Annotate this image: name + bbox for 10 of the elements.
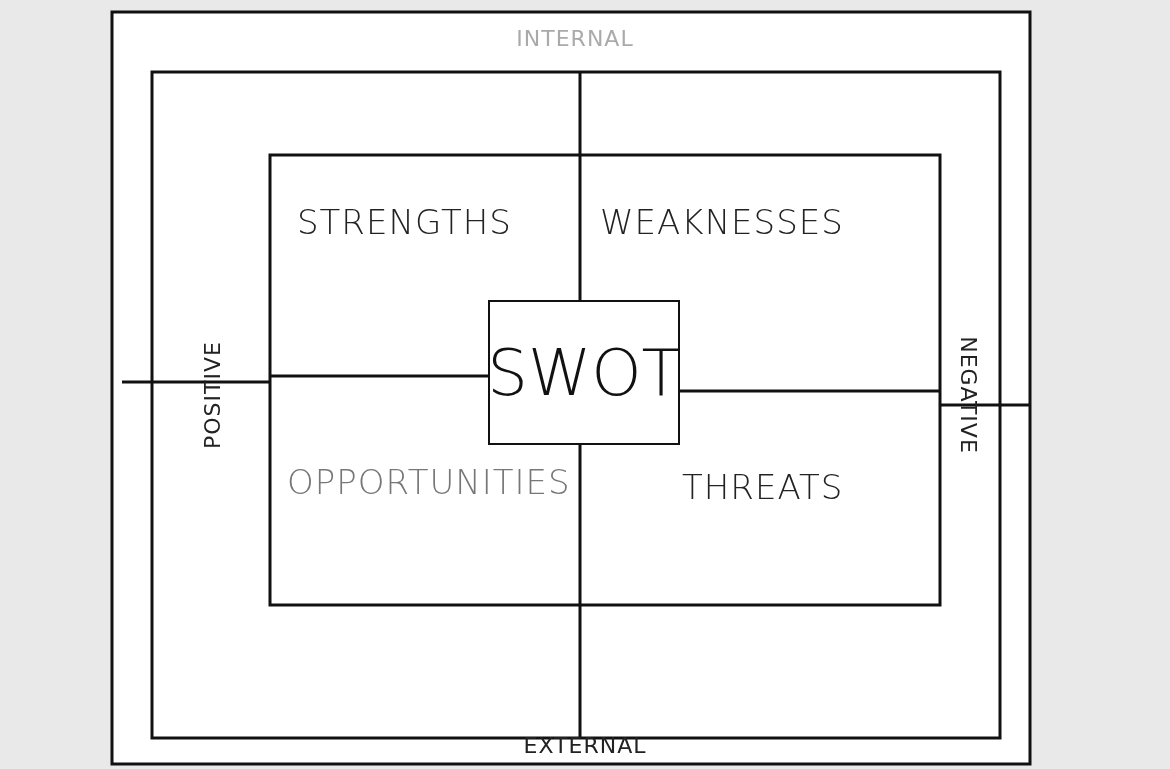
quadrant-title: STRENGTHS <box>297 202 512 242</box>
quadrant-title: OPPORTUNITIES <box>287 462 571 502</box>
axis-label: INTERNAL <box>516 25 634 51</box>
center-box <box>488 300 680 445</box>
axis-label: NEGATIVE <box>955 336 981 454</box>
axis-label: EXTERNAL <box>523 732 647 758</box>
quadrant-title: THREATS <box>682 467 844 507</box>
axis-label: POSITIVE <box>199 341 225 449</box>
quadrant-title: WEAKNESSES <box>600 202 844 242</box>
center-title: SWOT <box>487 335 681 410</box>
